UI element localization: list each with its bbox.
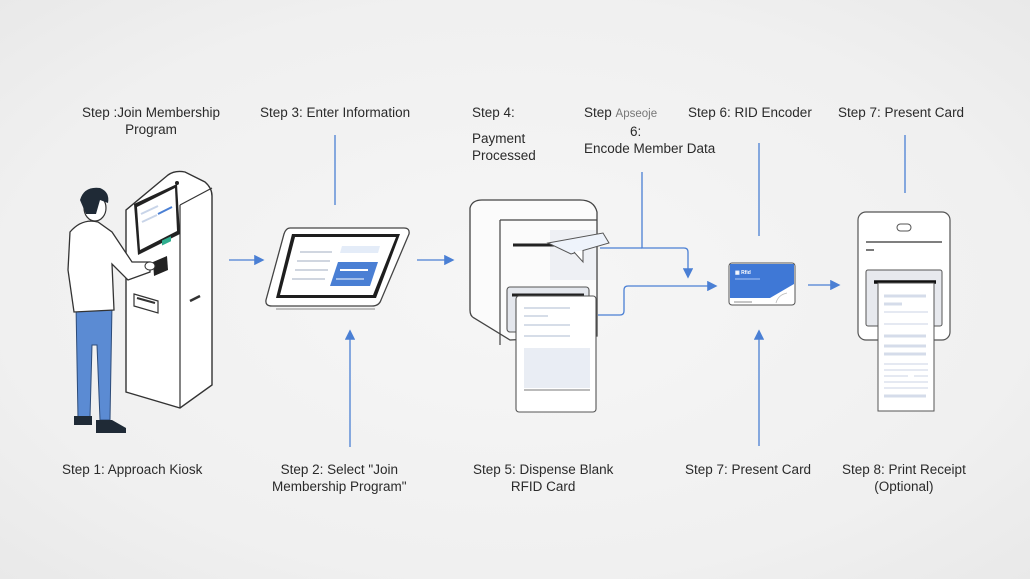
label-line: Step :Join Membership bbox=[82, 105, 221, 120]
label-line: Step 7: Present Card bbox=[838, 105, 965, 120]
emerging-card bbox=[546, 232, 610, 255]
label-line: Processed bbox=[472, 148, 536, 163]
label-step-1-approach-kiosk: Step 1: Approach Kiosk bbox=[62, 461, 202, 478]
person-illustration bbox=[67, 187, 156, 433]
card-dispenser-illustration bbox=[469, 199, 610, 413]
label-line: Step 1: Approach Kiosk bbox=[62, 462, 203, 477]
label-line: RFID Card bbox=[510, 479, 576, 494]
label-line: Encode Member Data bbox=[584, 141, 716, 156]
label-line: Step 2: Select "Join bbox=[280, 462, 398, 477]
label-step-join-membership: Step :Join Membership Program bbox=[82, 104, 220, 138]
tablet-submit-panel bbox=[330, 262, 378, 286]
connector-dispense-to-card bbox=[598, 280, 718, 316]
label-step-7-present-card-bottom: Step 7: Present Card bbox=[685, 461, 811, 478]
label-step-6-encode-member-data: Step Apseoje 6: Encode Member Data bbox=[584, 104, 715, 157]
label-step-4-payment: Step 4: Payment Processed bbox=[472, 104, 536, 164]
rfid-card-illustration: ▦ Rfid bbox=[728, 262, 796, 306]
label-line: Membership Program" bbox=[272, 479, 407, 494]
label-line: Step 8: Print Receipt bbox=[842, 462, 966, 477]
svg-text:▦ Rfid: ▦ Rfid bbox=[735, 270, 751, 276]
label-line: Step bbox=[584, 105, 612, 120]
label-step-7-present-card-top: Step 7: Present Card bbox=[838, 104, 964, 121]
label-step-3-enter-information: Step 3: Enter Information bbox=[260, 104, 410, 121]
label-garbled-text: Apseoje bbox=[615, 108, 658, 120]
label-line: Step 7: Present Card bbox=[685, 462, 812, 477]
receipt-printer-illustration bbox=[857, 211, 951, 412]
tablet-illustration bbox=[265, 227, 410, 310]
label-step-8-print-receipt: Step 8: Print Receipt (Optional) bbox=[842, 461, 966, 495]
label-line: Payment bbox=[472, 131, 526, 146]
label-step-2-select-join: Step 2: Select "Join Membership Program" bbox=[272, 461, 407, 495]
label-line: Program bbox=[125, 122, 177, 137]
label-line: 6: bbox=[630, 124, 642, 139]
label-line: Step 3: Enter Information bbox=[260, 105, 411, 120]
label-line: Step 5: Dispense Blank bbox=[473, 462, 614, 477]
kiosk-illustration bbox=[125, 170, 213, 409]
label-line: Step 6: RID Encoder bbox=[688, 105, 812, 120]
label-step-6-rid-encoder: Step 6: RID Encoder bbox=[688, 104, 812, 121]
label-line: Step 4: bbox=[472, 105, 515, 120]
label-line: (Optional) bbox=[874, 479, 934, 494]
card-reader bbox=[153, 256, 168, 276]
label-step-5-dispense-card: Step 5: Dispense Blank RFID Card bbox=[473, 461, 613, 495]
connector-encode-data bbox=[641, 172, 694, 279]
